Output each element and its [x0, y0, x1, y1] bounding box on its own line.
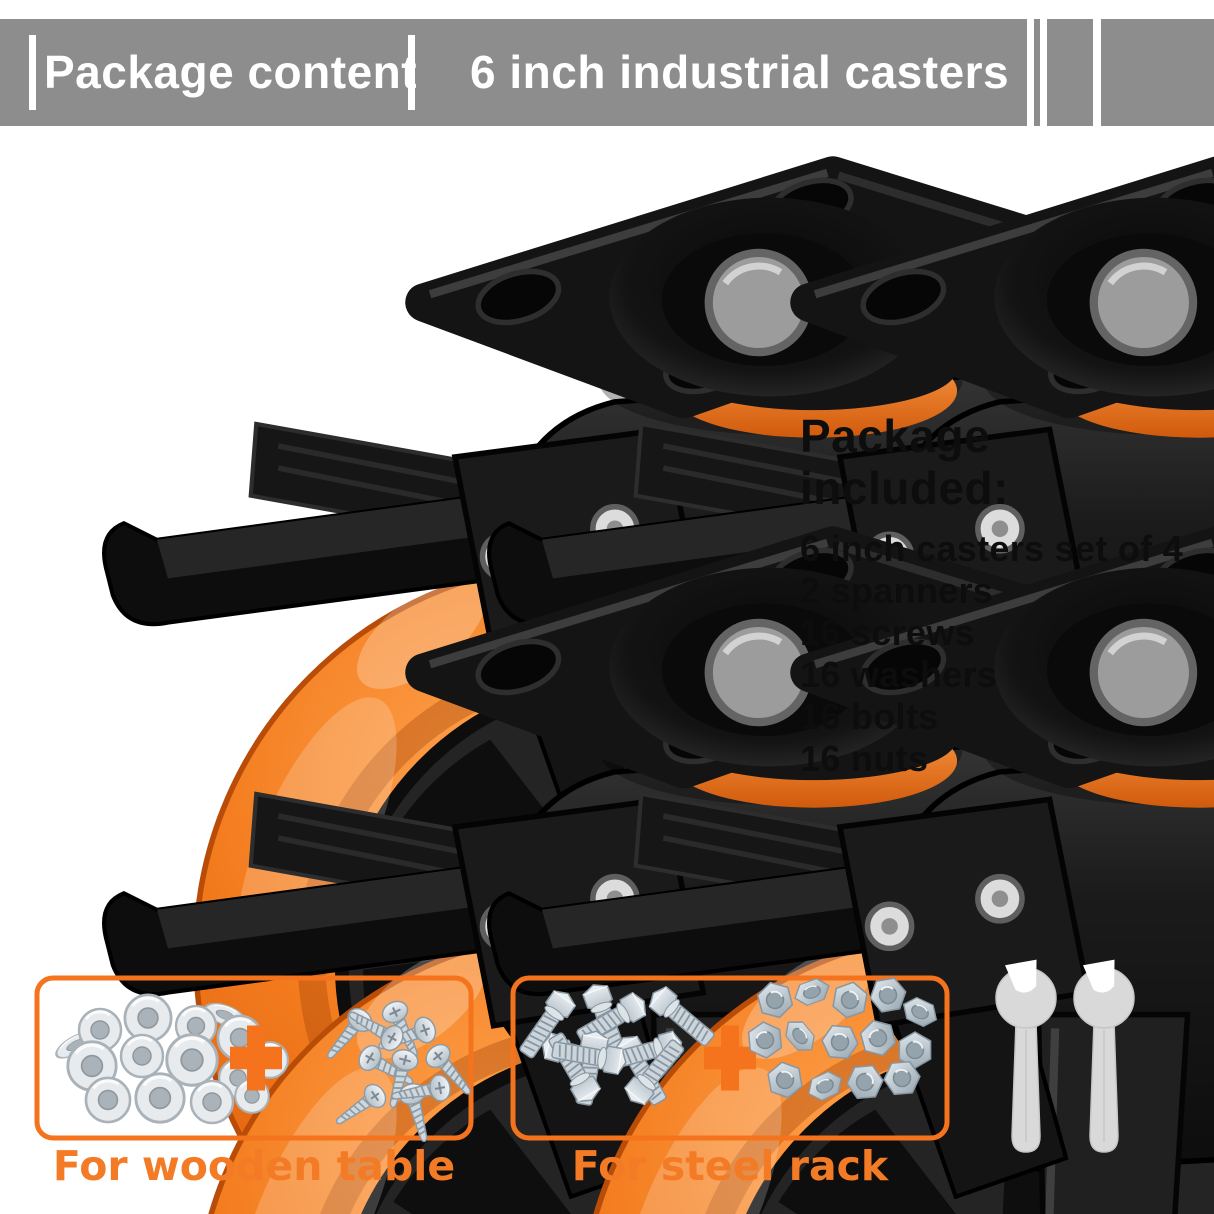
package-item: 6 inch casters set of 4	[800, 528, 1184, 569]
package-included: Package included: 6 inch casters set of …	[800, 410, 1210, 780]
header-accent-stripe-3	[1101, 19, 1214, 126]
header-gray-band	[0, 19, 1027, 126]
header-bar: Package content 6 inch industrial caster…	[0, 19, 1214, 126]
header-accent-stripe-2	[1047, 19, 1093, 126]
package-item: 16 nuts	[800, 738, 929, 779]
package-item: 16 washers	[800, 654, 998, 695]
package-item: 16 bolts	[800, 696, 939, 737]
header-accent-stripe-1	[1034, 19, 1040, 126]
wooden-table-label: For wooden table	[52, 1142, 456, 1190]
header-left-title: Package content	[44, 46, 418, 98]
hardware-box-wooden	[34, 975, 474, 1141]
header-divider	[408, 35, 415, 110]
package-item: 2 spanners	[800, 570, 994, 611]
header-right-title: 6 inch industrial casters	[470, 46, 1010, 98]
package-item: 16 screws	[800, 612, 975, 653]
package-included-title: Package included:	[800, 410, 1009, 514]
steel-rack-label: For steel rack	[571, 1142, 889, 1190]
hardware-box-steel	[510, 975, 950, 1141]
header-left-tick	[29, 35, 36, 110]
